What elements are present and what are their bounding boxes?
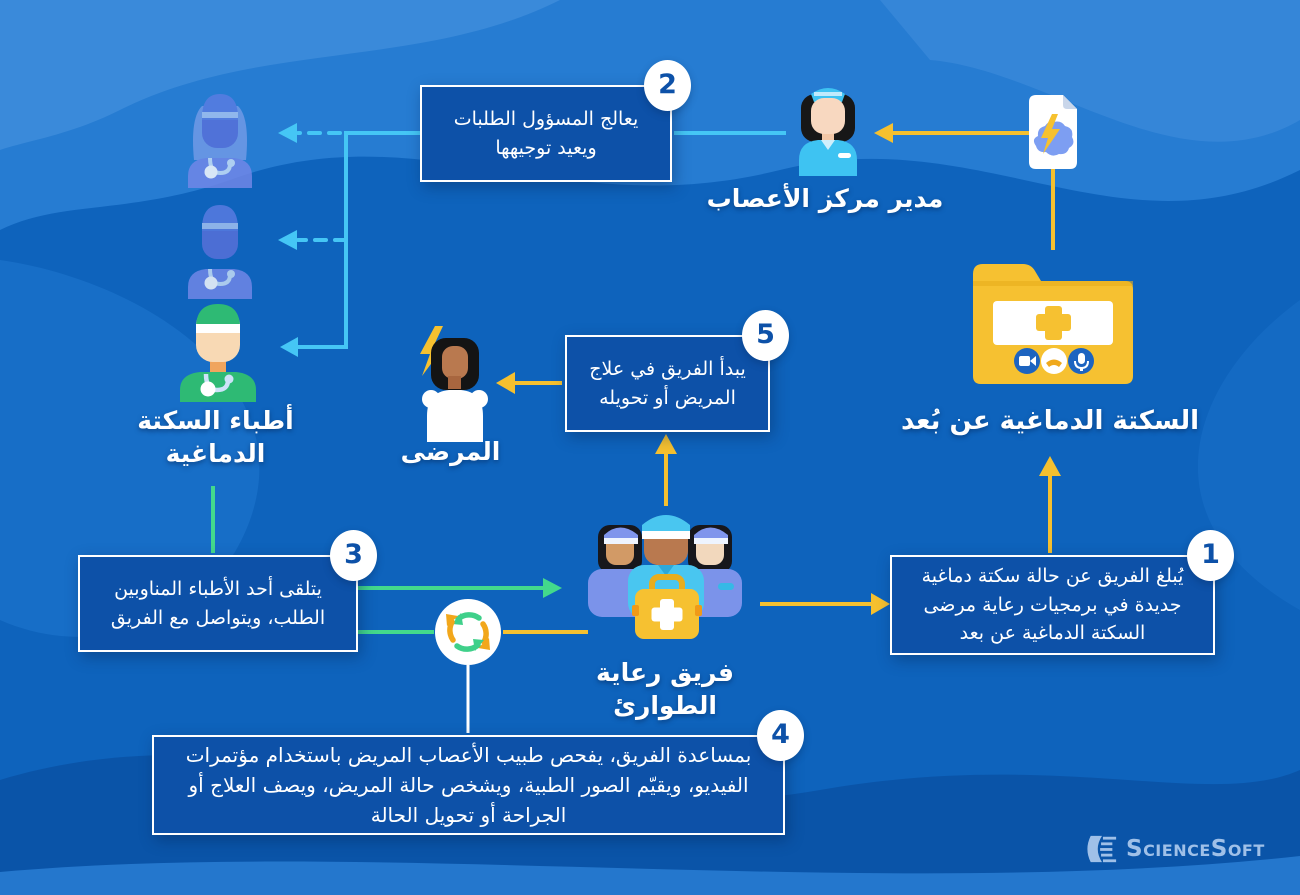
cycle-icon (434, 598, 502, 670)
telestroke-label: السكتة الدماغية عن بُعد (900, 406, 1200, 436)
patient-icon (405, 326, 497, 446)
sciencesoft-logo: ScienceSoft (1086, 833, 1265, 865)
stroke-doctors-label: أطباء السكتة الدماغية (137, 406, 294, 468)
step-2-text: يعالج المسؤول الطلبات ويعيد توجيهها (453, 108, 639, 159)
emergency-team-label: فريق رعاية الطوارئ (596, 658, 734, 720)
doctor-icon (180, 88, 260, 192)
sciencesoft-logo-icon (1087, 835, 1117, 863)
step-4-box: بمساعدة الفريق، يفحص طبيب الأعصاب المريض… (152, 710, 804, 835)
step-3-number-badge: 3 (330, 530, 377, 581)
nurse-icon (785, 80, 871, 180)
step-5-number-badge: 5 (742, 310, 789, 361)
step-4-text: بمساعدة الفريق، يفحص طبيب الأعصاب المريض… (185, 743, 752, 827)
step-3-text: يتلقى أحد الأطباء المناوبين الطلب، ويتوا… (110, 578, 326, 629)
step-2-box: يعالج المسؤول الطلبات ويعيد توجيهها 2 (420, 60, 691, 182)
telestroke-folder-icon (965, 248, 1141, 392)
doctor-icon (172, 298, 264, 406)
doctor-icon (180, 203, 260, 303)
step-1-number-badge: 1 (1187, 530, 1234, 581)
stroke-case-document-icon (1025, 92, 1081, 176)
step-5-box: يبدأ الفريق في علاج المريض أو تحويله 5 (565, 310, 789, 432)
step-1-text: يُبلغ الفريق عن حالة سكتة دماغية جديدة ف… (921, 565, 1184, 645)
step-3-box: يتلقى أحد الأطباء المناوبين الطلب، ويتوا… (78, 530, 377, 652)
neuro-manager-label: مدير مركز الأعصاب (706, 184, 944, 213)
step-5-text: يبدأ الفريق في علاج المريض أو تحويله (589, 358, 746, 409)
step-1-box: يُبلغ الفريق عن حالة سكتة دماغية جديدة ف… (890, 530, 1234, 655)
step-4-number-badge: 4 (757, 710, 804, 761)
emergency-team-icon (580, 503, 752, 655)
sciencesoft-logo-text: ScienceSoft (1126, 836, 1265, 862)
step-2-number-badge: 2 (644, 60, 691, 111)
